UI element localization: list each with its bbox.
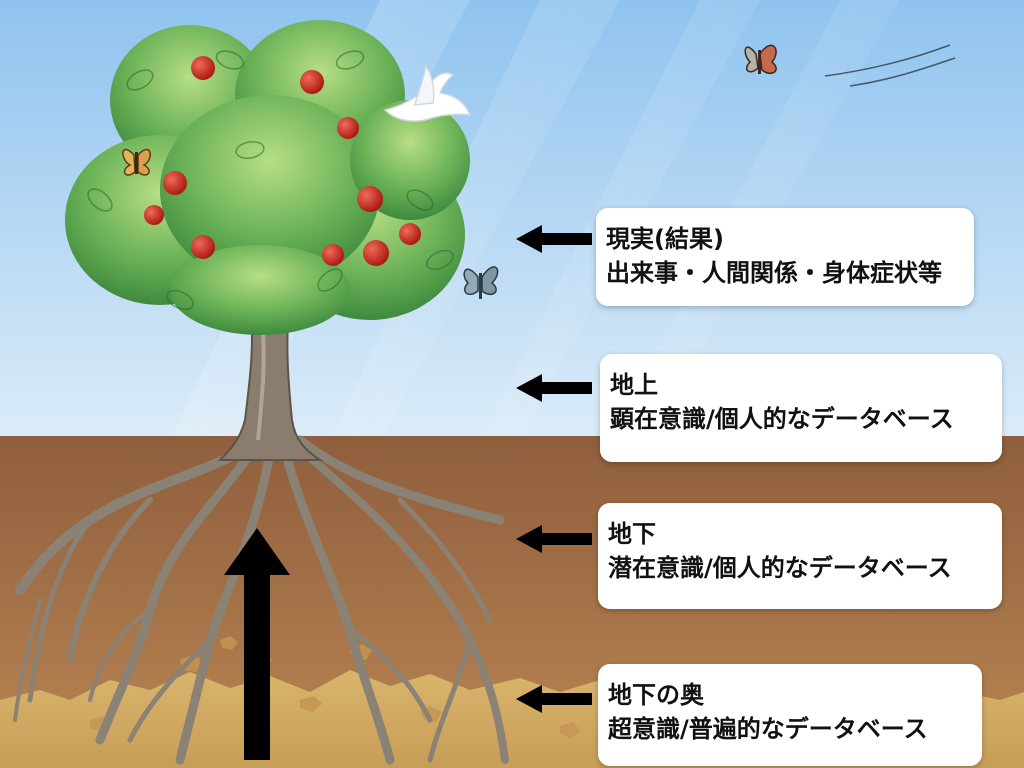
left-arrow-icon bbox=[516, 374, 592, 402]
butterfly-icon bbox=[744, 44, 777, 74]
label-reality-title: 現実(結果) bbox=[606, 225, 724, 253]
apple-icon bbox=[144, 205, 164, 225]
butterfly-icon bbox=[463, 266, 499, 299]
label-underground-title: 地下 bbox=[608, 520, 656, 548]
label-reality-description: 出来事・人間関係・身体症状等 bbox=[606, 259, 942, 287]
left-arrow-icon bbox=[516, 525, 592, 553]
apple-icon bbox=[363, 240, 389, 266]
butterfly-icon bbox=[122, 148, 151, 176]
label-reality: 現実(結果) 出来事・人間関係・身体症状等 bbox=[596, 208, 974, 306]
label-deep-underground-description: 超意識/普遍的なデータベース bbox=[608, 715, 928, 743]
label-above-ground-description: 顕在意識/個人的なデータベース bbox=[610, 405, 954, 433]
apple-icon bbox=[399, 223, 421, 245]
label-deep-underground-title: 地下の奥 bbox=[608, 681, 704, 709]
up-arrow-icon bbox=[224, 528, 290, 760]
apple-icon bbox=[191, 235, 215, 259]
apple-icon bbox=[191, 56, 215, 80]
label-underground: 地下 潜在意識/個人的なデータベース bbox=[598, 503, 1002, 609]
apples bbox=[144, 56, 421, 266]
trunk bbox=[217, 299, 324, 461]
apple-icon bbox=[322, 244, 344, 266]
left-arrow-icon bbox=[516, 685, 592, 713]
label-underground-description: 潜在意識/個人的なデータベース bbox=[608, 554, 952, 582]
apple-icon bbox=[357, 186, 383, 212]
apple-icon bbox=[337, 117, 359, 139]
label-deep-underground: 地下の奥 超意識/普遍的なデータベース bbox=[598, 664, 982, 766]
apple-icon bbox=[163, 171, 187, 195]
label-above-ground: 地上 顕在意識/個人的なデータベース bbox=[600, 354, 1002, 462]
apple-icon bbox=[300, 70, 324, 94]
flight-trail bbox=[824, 44, 956, 87]
roots bbox=[13, 425, 509, 765]
left-arrow-icon bbox=[516, 225, 592, 253]
dove-icon bbox=[383, 64, 472, 122]
tree-canopy bbox=[65, 20, 470, 335]
label-above-ground-title: 地上 bbox=[610, 371, 658, 399]
